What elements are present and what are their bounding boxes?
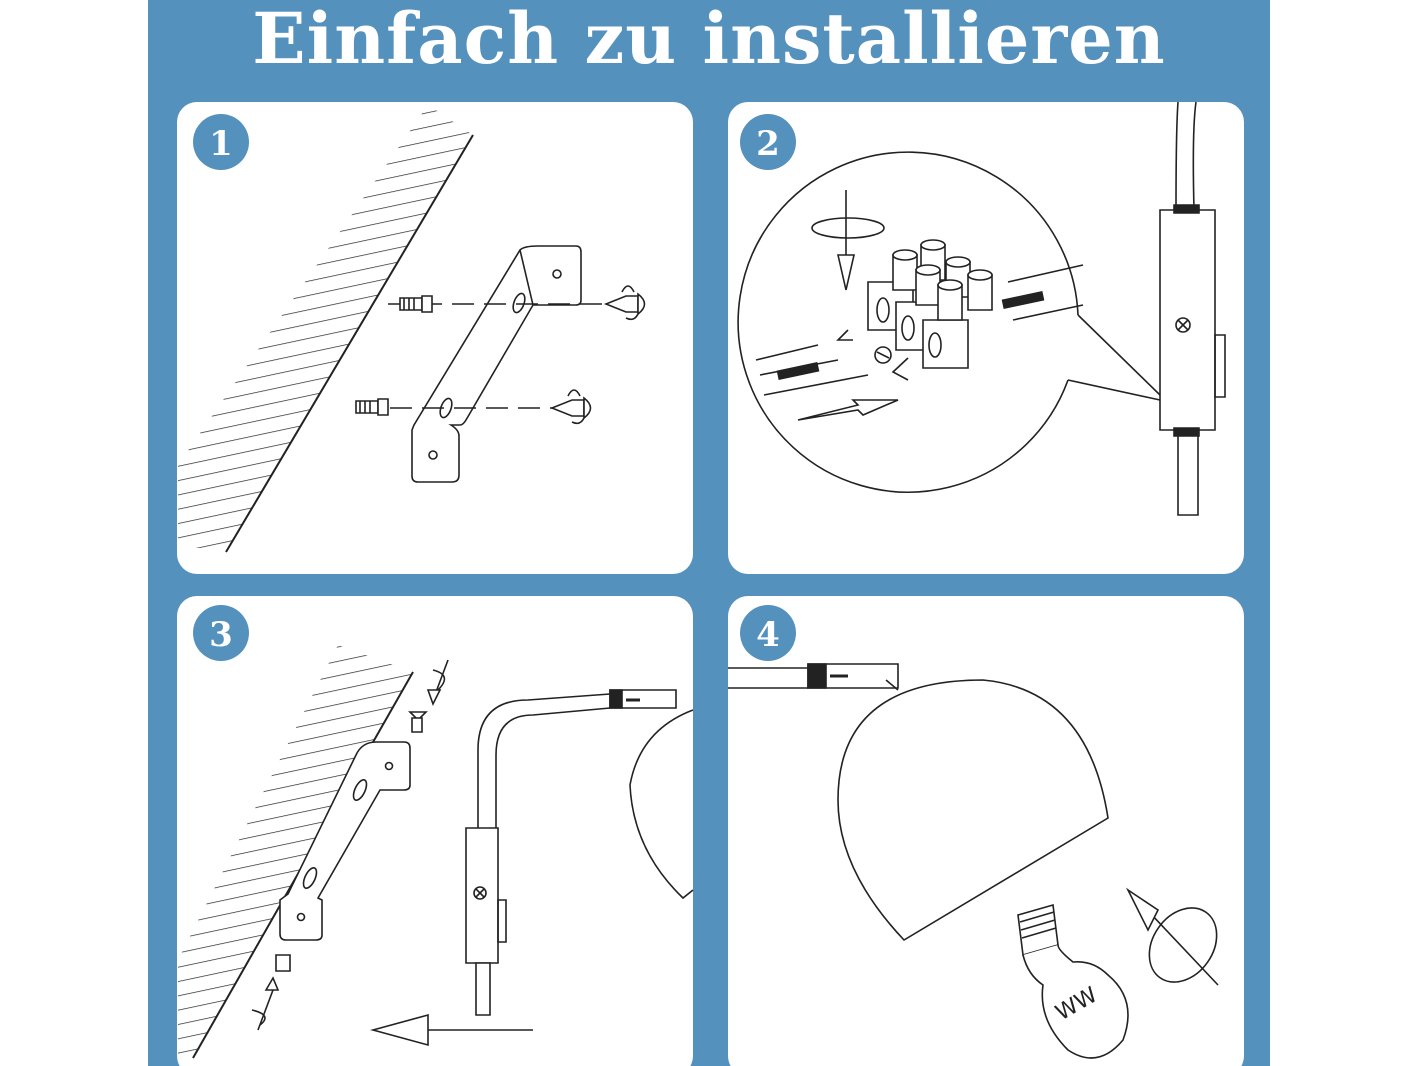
bracket-slot-lower [438,397,454,419]
step-badge-4: 4 [740,605,796,661]
installation-diagram: 1 2 3 4 [148,0,1270,1066]
panel-step-1 [177,102,693,574]
direction-arrow [373,1015,428,1045]
step3-illustration [178,645,693,1060]
bracket [412,246,581,482]
rocker-switch [1215,335,1225,397]
lower-cable [1178,430,1198,515]
wall-plug-upper [400,296,432,312]
step2-illustration [738,102,1225,515]
rotate-arrow-4 [1128,890,1231,995]
light-bulb: WW [1018,905,1128,1058]
step-number-1: 1 [209,124,233,164]
terminal-block [868,240,992,368]
wall-hatch-3 [178,645,413,1060]
rotate-arrow [812,218,884,238]
switch-screw [1176,318,1190,332]
wall-surface-line [226,135,473,552]
lamp-shade-3 [630,710,693,898]
page-title: Einfach zu installieren [252,0,1166,80]
step1-illustration [178,105,645,552]
bracket-hole-top [553,270,561,278]
step-badge-1: 1 [193,114,249,170]
screw-lower [552,390,591,423]
bracket-hole-bottom [429,451,437,459]
step-badge-3: 3 [193,605,249,661]
lamp-arm [478,694,610,828]
step-number-4: 4 [756,615,780,655]
step-number-2: 2 [756,124,780,164]
supply-cable [1176,102,1196,210]
step4-illustration: WW [728,664,1231,1058]
step-number-3: 3 [209,615,233,655]
wall-plug-lower [356,399,388,415]
screw-upper [606,286,645,319]
wall-hatch [178,105,473,548]
lamp-shade-4 [838,680,1108,940]
step-badge-2: 2 [740,114,796,170]
